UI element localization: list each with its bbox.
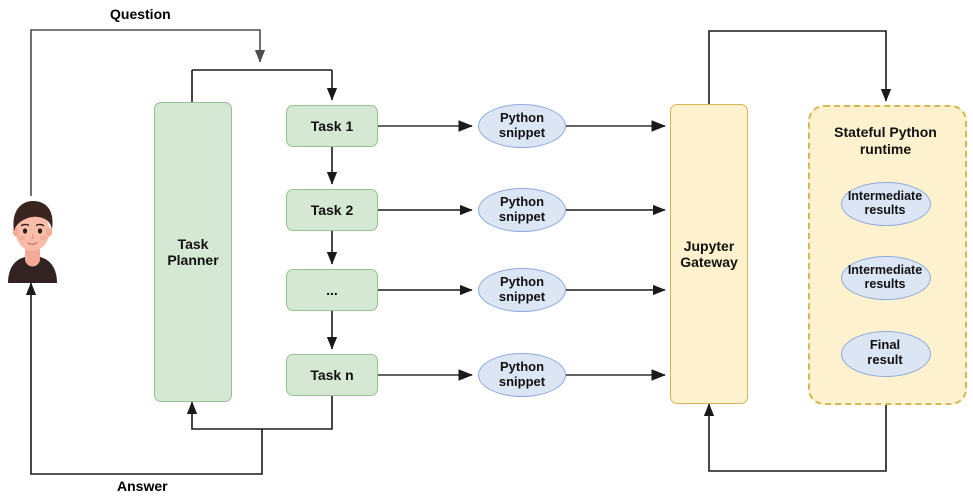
task-planner-label-line2: Planner <box>167 252 219 268</box>
wire-snippet-to-gateway <box>566 120 666 381</box>
jupyter-gateway-label-line1: Jupyter <box>683 237 735 254</box>
wire-task-to-snippet <box>377 120 473 381</box>
task-box-1-label: Task 1 <box>310 117 354 134</box>
task-box-1[interactable]: Task 1 <box>286 105 378 147</box>
runtime-title-line2: runtime <box>859 140 912 157</box>
user-avatar-icon <box>8 201 57 283</box>
intermediate-results-2-text: Intermediate results <box>820 256 950 298</box>
task-box-n[interactable]: Task n <box>286 354 378 396</box>
python-snippet-1-line2: snippet <box>498 125 546 140</box>
python-snippet-3[interactable]: Python snippet <box>478 268 566 312</box>
stateful-python-runtime-title: Stateful Python runtime <box>808 124 963 158</box>
user-avatar <box>5 193 60 283</box>
jupyter-gateway-box[interactable]: Jupyter Gateway <box>670 104 748 404</box>
python-snippet-4-line2: snippet <box>498 374 546 389</box>
python-snippet-1-line1: Python <box>499 110 545 126</box>
final-result-ellipse[interactable] <box>841 331 931 377</box>
wire-gateway-to-runtime <box>708 30 892 105</box>
python-snippet-4-line1: Python <box>499 359 545 375</box>
answer-label: Answer <box>117 478 168 494</box>
python-snippet-2-line2: snippet <box>498 209 546 224</box>
python-snippet-2[interactable]: Python snippet <box>478 188 566 232</box>
final-result-line1: Final <box>869 337 901 353</box>
task-box-2[interactable]: Task 2 <box>286 189 378 231</box>
wire-question-split <box>191 69 338 102</box>
intermediate-results-1[interactable] <box>841 182 931 226</box>
task-planner-label-line1: Task <box>177 235 209 252</box>
intermediate-results-2-line2: results <box>864 277 906 291</box>
python-snippet-1[interactable]: Python snippet <box>478 104 566 148</box>
intermediate-results-1-line1: Intermediate <box>847 189 923 203</box>
jupyter-gateway-label-line2: Gateway <box>680 254 738 270</box>
intermediate-results-1-text: Intermediate results <box>820 182 950 224</box>
intermediate-results-2-line1: Intermediate <box>847 263 923 277</box>
final-result-line2: result <box>867 352 903 367</box>
task-planner-box[interactable]: Task Planner <box>154 102 232 402</box>
question-label: Question <box>110 6 171 22</box>
intermediate-results-1-line2: results <box>864 203 906 217</box>
task-box-ellipsis-label: ... <box>326 281 338 298</box>
python-snippet-3-line1: Python <box>499 274 545 290</box>
task-box-ellipsis[interactable]: ... <box>286 269 378 311</box>
runtime-title-line1: Stateful Python <box>834 124 937 140</box>
wire-runtime-to-gateway <box>703 400 887 472</box>
intermediate-results-2[interactable] <box>841 256 931 300</box>
python-snippet-3-line2: snippet <box>498 289 546 304</box>
python-snippet-4[interactable]: Python snippet <box>478 353 566 397</box>
final-result-text: Final result <box>820 331 950 375</box>
python-snippet-2-line1: Python <box>499 194 545 210</box>
task-box-2-label: Task 2 <box>310 201 354 218</box>
task-box-n-label: Task n <box>310 366 354 383</box>
